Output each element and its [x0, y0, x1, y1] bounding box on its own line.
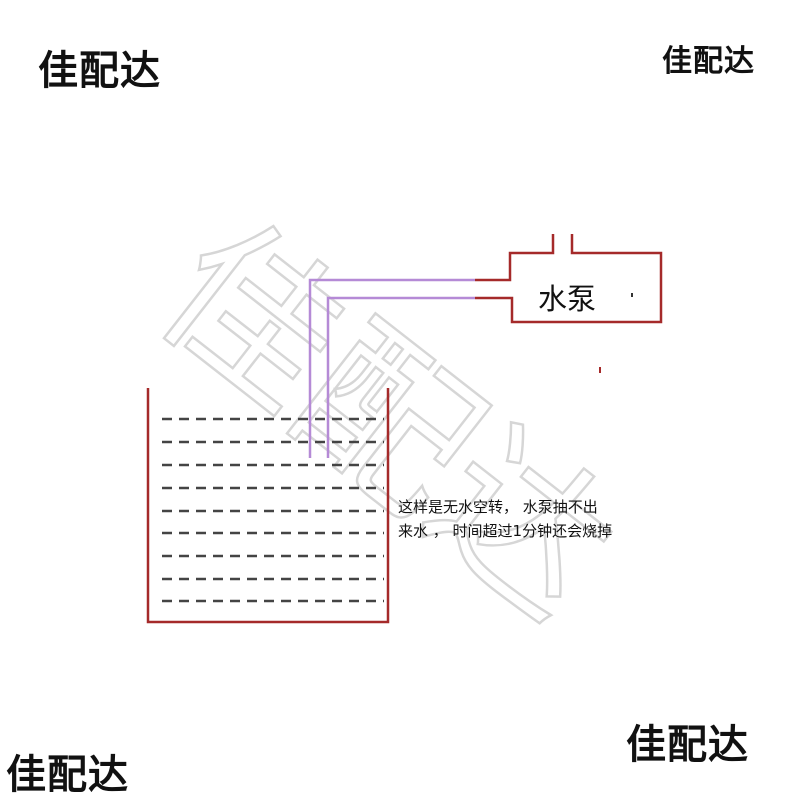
pump-label: 水泵: [538, 282, 597, 316]
note-line-1: 这样是无水空转， 水泵抽不出: [398, 498, 598, 516]
brand-watermark-top-right: 佳配达: [662, 44, 755, 79]
brand-watermark-bottom-right: 佳配达: [626, 722, 749, 768]
pump-outline-right: [475, 234, 663, 324]
water-tank: [146, 388, 390, 624]
water-lines: [162, 417, 384, 603]
pipe-outer-wall: [308, 278, 475, 458]
brand-watermark-top-left: 佳配达: [38, 48, 161, 94]
explanation-note: 这样是无水空转， 水泵抽不出 来水 ， 时间超过1分钟还会烧掉: [398, 495, 668, 543]
brand-watermark-bottom-left: 佳配达: [6, 752, 129, 798]
pipe-inner-wall: [326, 296, 475, 458]
pump-housing: [475, 234, 663, 324]
tank-outline: [146, 388, 390, 624]
suction-pipe: [308, 278, 475, 458]
watermark-large: 佳配达: [125, 186, 649, 656]
note-line-2: 来水 ， 时间超过1分钟还会烧掉: [398, 522, 613, 540]
pump-outline-upper: [475, 234, 555, 282]
